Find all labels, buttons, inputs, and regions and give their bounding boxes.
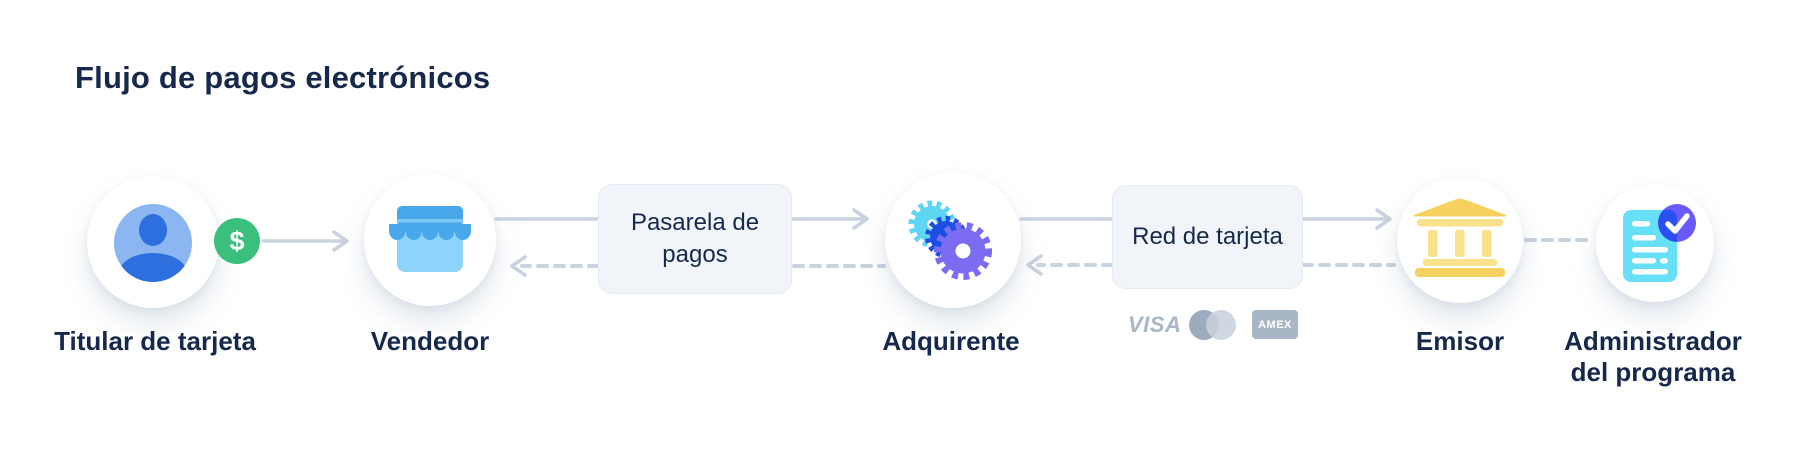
mastercard-circle-right [1206,310,1236,340]
program-admin-node [1596,184,1714,302]
check-badge [1658,204,1696,242]
page-title: Flujo de pagos electrónicos [75,60,491,95]
card-brand-logos: VISA AMEX [1128,308,1300,342]
person-icon [114,204,192,282]
merchant-label: Vendedor [370,326,490,356]
gears-icon [908,200,992,280]
dollar-badge: $ [214,218,260,264]
acquirer-node [885,172,1021,308]
program-admin-label: Administrador del programa [1564,326,1742,387]
flow-arrow-gateway-acquirer [790,208,869,230]
card-network-box: Red de tarjeta [1112,185,1303,289]
dollar-sign: $ [229,225,245,256]
amex-text: AMEX [1258,318,1292,331]
return-arrow-network-acquirer [1026,254,1114,276]
merchant-node [364,174,496,306]
return-arrow-gateway-merchant [510,255,600,277]
payment-gateway-label: Pasarela de pagos [630,209,760,268]
cardholder-node [87,176,219,308]
issuer-node [1397,177,1523,303]
gear-purple [934,222,992,280]
card-network-label: Red de tarjeta [1132,223,1283,250]
amex-logo: AMEX [1252,310,1298,339]
visa-logo: VISA [1128,312,1182,337]
check-mark [1665,213,1690,234]
issuer-label: Emisor [1415,326,1505,356]
acquirer-label: Adquirente [882,326,1020,356]
payment-gateway-box: Pasarela de pagos [598,184,792,294]
flow-arrow-network-issuer [1301,208,1392,230]
document-check-icon [1623,204,1696,282]
bank-icon [1414,198,1506,277]
mastercard-logo [1189,309,1239,341]
flow-arrow-cardholder-merchant [261,230,349,252]
cardholder-label: Titular de tarjeta [54,326,256,356]
storefront-icon [389,206,471,272]
